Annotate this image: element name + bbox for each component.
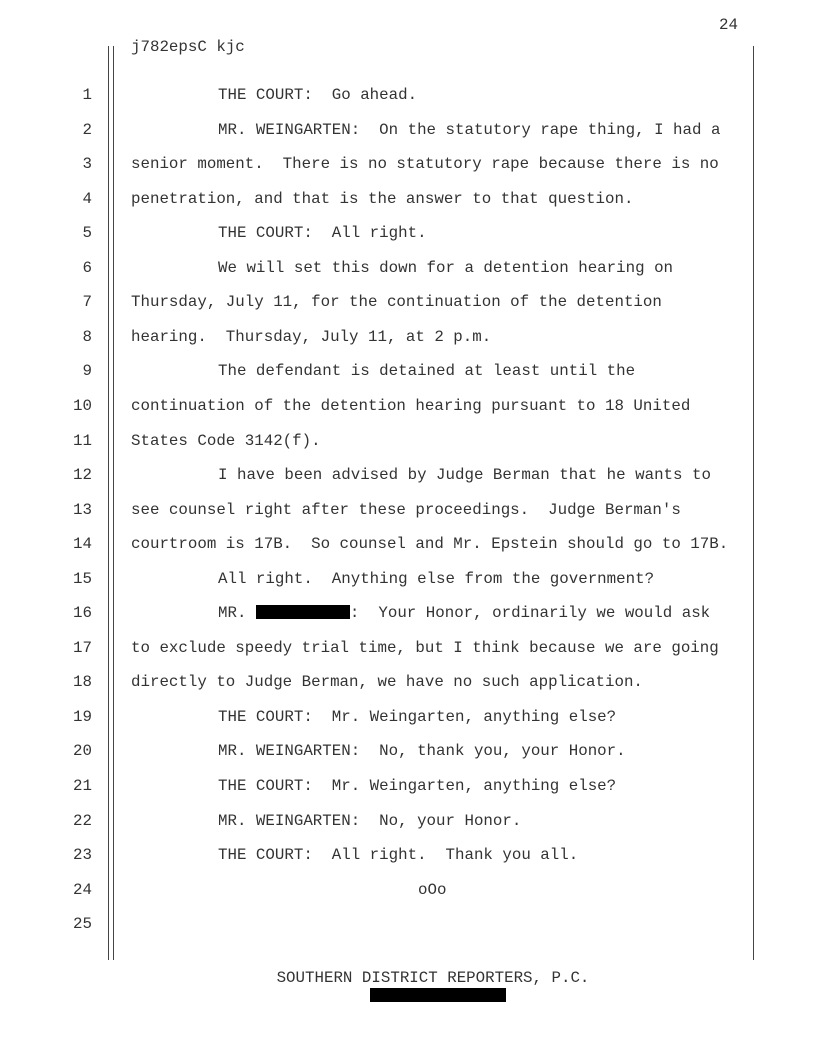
transcript-line: directly to Judge Berman, we have no suc… xyxy=(131,673,643,692)
line-number: 11 xyxy=(73,431,92,450)
line-number: 9 xyxy=(82,362,92,381)
line-text: MR. xyxy=(218,604,256,623)
transcript-line: I have been advised by Judge Berman that… xyxy=(218,466,711,485)
line-number: 25 xyxy=(73,915,92,934)
line-number: 16 xyxy=(73,604,92,623)
line-number: 3 xyxy=(82,155,92,174)
line-number: 17 xyxy=(73,638,92,657)
line-number: 10 xyxy=(73,396,92,415)
page-number: 24 xyxy=(719,16,738,34)
line-number: 2 xyxy=(82,120,92,139)
line-number: 4 xyxy=(82,189,92,208)
transcript-line: Thursday, July 11, for the continuation … xyxy=(131,293,662,312)
transcript-line: hearing. Thursday, July 11, at 2 p.m. xyxy=(131,327,492,346)
transcript-line: MR. WEINGARTEN: No, your Honor. xyxy=(218,811,522,830)
transcript-line: States Code 3142(f). xyxy=(131,431,321,450)
line-number: 21 xyxy=(73,777,92,795)
transcript-line: We will set this down for a detention he… xyxy=(218,258,674,277)
transcript-line: The defendant is detained at least until… xyxy=(218,362,636,381)
line-number: 14 xyxy=(73,535,92,554)
line-text: : Your Honor, ordinarily we would ask xyxy=(349,604,711,623)
transcript-line: MR. WEINGARTEN: No, thank you, your Hono… xyxy=(218,742,626,761)
left-margin-rule-2 xyxy=(113,46,114,960)
line-number: 12 xyxy=(73,466,92,485)
line-number: 8 xyxy=(82,327,92,346)
transcript-line: MR. : Your Honor, ordinarily we would as… xyxy=(218,604,710,622)
transcript-line: continuation of the detention hearing pu… xyxy=(131,396,691,415)
transcript-line: penetration, and that is the answer to t… xyxy=(131,189,634,208)
footer-reporter: SOUTHERN DISTRICT REPORTERS, P.C. xyxy=(276,969,590,987)
transcript-line: THE COURT: Mr. Weingarten, anything else… xyxy=(218,707,617,726)
line-number: 24 xyxy=(73,880,92,899)
transcript-line: see counsel right after these proceeding… xyxy=(131,500,681,519)
right-margin-rule xyxy=(753,46,754,960)
transcript-line: to exclude speedy trial time, but I thin… xyxy=(131,638,719,657)
line-number: 5 xyxy=(82,224,92,243)
line-number: 23 xyxy=(73,846,92,865)
line-number: 19 xyxy=(73,707,92,726)
transcript-line: THE COURT: Mr. Weingarten, anything else… xyxy=(218,777,617,795)
transcript-line: THE COURT: Go ahead. xyxy=(218,86,418,104)
transcript-line: THE COURT: All right. xyxy=(218,224,427,243)
transcript-line: oOo xyxy=(418,880,447,899)
footer-redaction-bar xyxy=(370,988,506,1002)
left-margin-rule-1 xyxy=(108,46,109,960)
line-number: 22 xyxy=(73,811,92,830)
transcript-line: senior moment. There is no statutory rap… xyxy=(131,155,719,174)
line-number: 13 xyxy=(73,500,92,519)
line-number: 15 xyxy=(73,569,92,588)
line-number: 7 xyxy=(82,293,92,312)
transcript-line: MR. WEINGARTEN: On the statutory rape th… xyxy=(218,120,721,139)
transcript-line: All right. Anything else from the govern… xyxy=(218,569,655,588)
line-number: 6 xyxy=(82,258,92,277)
transcript-line: THE COURT: All right. Thank you all. xyxy=(218,846,579,865)
transcript-header: j782epsC kjc xyxy=(131,38,245,56)
line-number: 20 xyxy=(73,742,92,761)
line-number: 1 xyxy=(82,86,92,104)
line-number: 18 xyxy=(73,673,92,692)
redaction-bar xyxy=(255,605,350,620)
transcript-line: courtroom is 17B. So counsel and Mr. Eps… xyxy=(131,535,729,554)
